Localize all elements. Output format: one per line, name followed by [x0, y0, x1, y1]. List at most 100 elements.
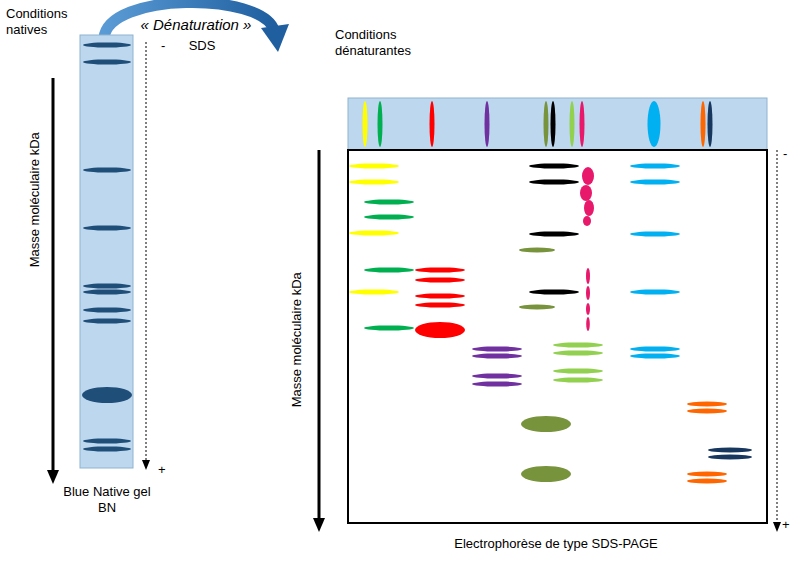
gel-mark: [83, 318, 131, 323]
gel-mark: [553, 342, 603, 347]
sds-gel: [348, 150, 767, 523]
gel-mark: [364, 214, 414, 219]
gel-mark: [364, 199, 414, 204]
label: Blue Native gel BN: [59, 484, 155, 515]
gel-mark: [630, 231, 680, 236]
gel-mark: [349, 289, 399, 294]
gel-mark: [364, 267, 414, 272]
label: +: [158, 462, 166, 478]
gel-mark: [580, 167, 594, 331]
sds-strip: [348, 98, 767, 150]
label: Masse moléculaire kDa: [289, 272, 305, 407]
gel-mark: [415, 277, 465, 282]
gel-mark: [485, 101, 490, 147]
label: +: [782, 517, 790, 533]
gel-mark: [687, 478, 727, 483]
mass-arrow: [318, 150, 321, 520]
gel-mark: [701, 101, 706, 147]
gel-mark: [551, 101, 556, 147]
gel-mark: [472, 373, 522, 378]
label: -: [161, 38, 165, 54]
gel-mark: [363, 101, 713, 147]
gel-mark: [630, 346, 680, 351]
gel-mark: [82, 387, 132, 403]
label: Masse moléculaire kDa: [27, 132, 43, 267]
gel-mark: [364, 325, 414, 330]
gel-mark: [529, 163, 579, 168]
label: Conditions dénaturantes: [335, 27, 431, 58]
gel-mark: [519, 304, 555, 309]
gel-mark: [544, 101, 549, 147]
label: « Dénaturation »: [141, 16, 252, 34]
mass-arrow: [52, 78, 55, 472]
gel-mark: [472, 381, 522, 386]
gel-mark: [586, 286, 590, 300]
gel-mark: [580, 101, 585, 147]
gel-mark: [630, 353, 680, 358]
mass-arrow-head: [47, 470, 59, 484]
gel-mark: [349, 163, 752, 483]
mass-arrow-head: [313, 518, 325, 532]
gel-mark: [415, 322, 465, 338]
gel-mark: [83, 225, 131, 230]
gel-mark: [415, 302, 465, 307]
gel-mark: [83, 307, 131, 312]
gel-mark: [519, 247, 555, 252]
gel-mark: [708, 454, 752, 459]
gel-mark: [553, 350, 603, 355]
gel-mark: [349, 179, 399, 184]
gel-mark: [553, 368, 603, 373]
curved-arrow-head: [261, 24, 289, 52]
gel-mark: [349, 163, 399, 168]
migration-arrow-head: [142, 460, 150, 470]
gel-mark: [83, 446, 131, 451]
label: Electrophorèse de type SDS-PAGE: [441, 536, 671, 552]
bn-gel-lane: [80, 35, 133, 468]
gel-mark: [83, 289, 131, 294]
gel-mark: [83, 283, 131, 288]
gel-mark: [83, 42, 131, 47]
gel-mark: [430, 101, 435, 147]
gel-mark: [586, 317, 590, 331]
gel-mark: [648, 101, 661, 147]
gel-mark: [708, 447, 752, 452]
gel-mark: [586, 303, 590, 315]
gel-mark: [83, 59, 131, 64]
gel-mark: [415, 293, 465, 298]
gel-mark: [580, 185, 592, 201]
gel-mark: [521, 466, 571, 482]
gel-mark: [472, 353, 522, 358]
label: -: [783, 146, 787, 162]
gel-mark: [378, 101, 383, 147]
gel-mark: [529, 289, 579, 294]
gel-mark: [630, 289, 680, 294]
gel-mark: [687, 401, 727, 406]
gel-mark: [586, 268, 590, 284]
gel-mark: [349, 230, 399, 235]
gel-mark: [472, 346, 522, 351]
label: SDS: [189, 38, 216, 54]
gel-mark: [584, 200, 594, 216]
gel-mark: [708, 101, 713, 147]
gel-mark: [582, 167, 594, 185]
gel-mark: [630, 163, 680, 168]
gel-mark: [363, 101, 368, 147]
gel-mark: [521, 416, 571, 432]
gel-mark: [687, 471, 727, 476]
label: Conditions natives: [6, 6, 86, 37]
curved-arrow: [104, 2, 274, 38]
gel-mark: [83, 167, 131, 172]
gel-mark: [415, 267, 465, 272]
migration-arrow: [777, 150, 778, 524]
gel-mark: [529, 231, 579, 236]
migration-arrow-head: [773, 522, 781, 532]
gel-mark: [583, 216, 591, 226]
gel-mark: [553, 377, 603, 382]
gel-mark: [570, 101, 575, 147]
gel-mark: [630, 179, 680, 184]
migration-arrow: [146, 42, 147, 462]
gel-mark: [83, 438, 131, 443]
gel-mark: [529, 179, 579, 184]
gel-mark: [82, 42, 132, 451]
